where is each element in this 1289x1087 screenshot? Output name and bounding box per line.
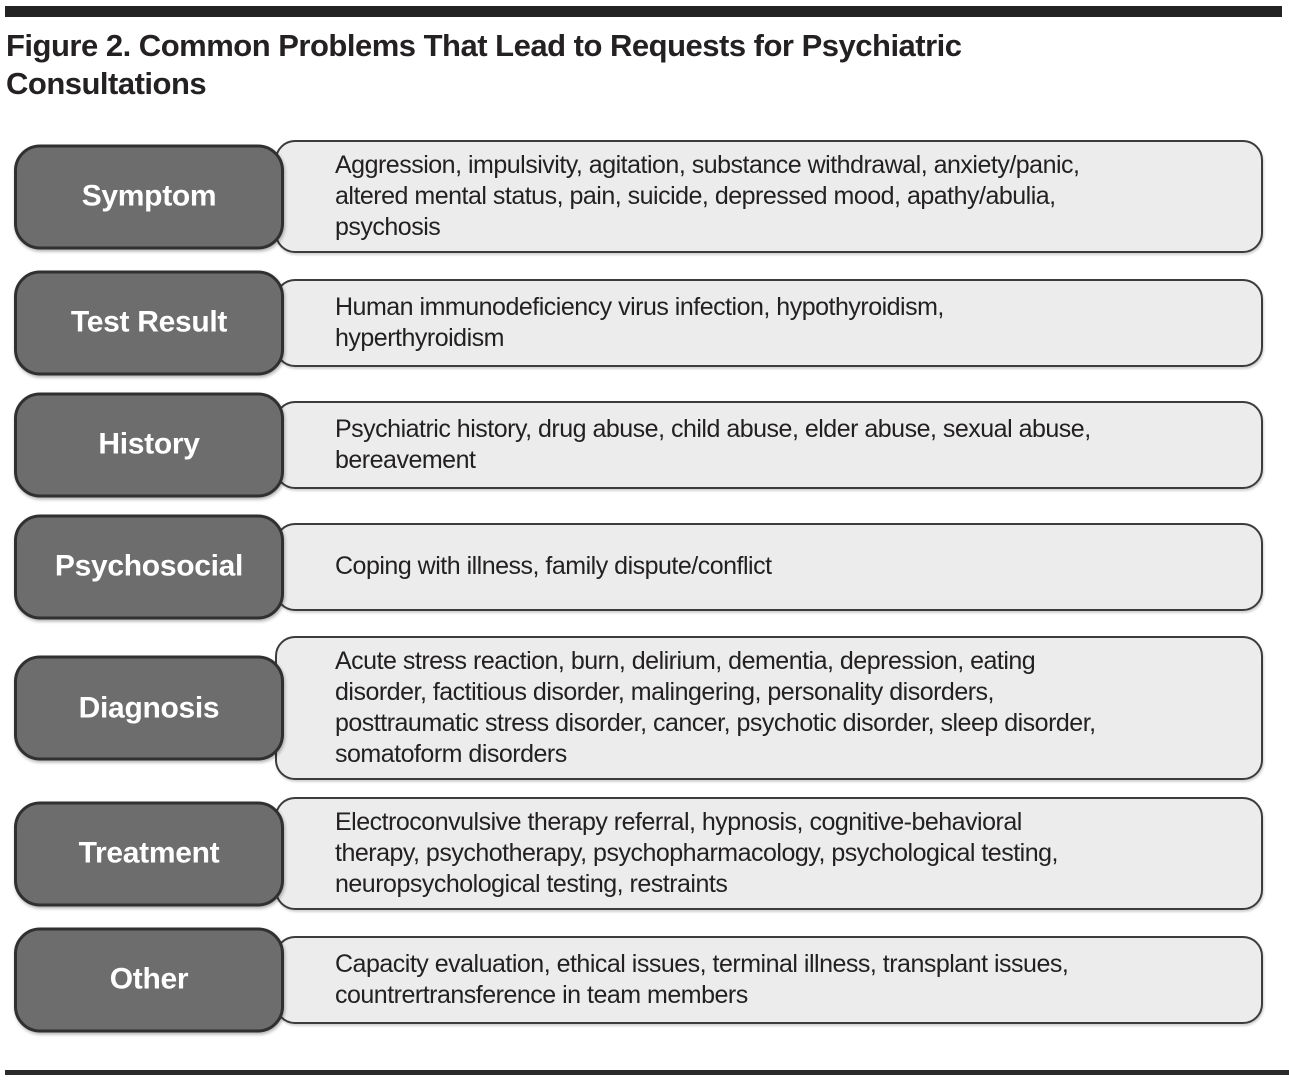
content-box-test-result: Human immunodeficiency virus infection, …	[275, 278, 1263, 367]
row-symptom: Symptom Aggression, impulsivity, agitati…	[14, 140, 1263, 253]
content-box-psychosocial: Coping with illness, family dispute/conf…	[275, 522, 1263, 611]
content-box-treatment: Electroconvulsive therapy referral, hypn…	[275, 797, 1263, 910]
category-label: Diagnosis	[78, 691, 220, 724]
row-psychosocial: Psychosocial Coping with illness, family…	[14, 514, 1263, 619]
content-text: Aggression, impulsivity, agitation, subs…	[335, 151, 1080, 241]
content-box-other: Capacity evaluation, ethical issues, ter…	[275, 935, 1263, 1024]
content-text: Acute stress reaction, burn, delirium, d…	[335, 647, 1096, 768]
content-text: Coping with illness, family dispute/conf…	[335, 552, 772, 580]
category-label: Test Result	[70, 305, 228, 339]
category-label: History	[98, 427, 200, 461]
content-text: Psychiatric history, drug abuse, child a…	[335, 414, 1091, 474]
category-label: Treatment	[78, 836, 220, 870]
category-box-treatment: Treatment	[14, 801, 284, 906]
content-box-symptom: Aggression, impulsivity, agitation, subs…	[275, 140, 1263, 253]
category-box-psychosocial: Psychosocial	[14, 514, 284, 619]
category-rows: Symptom Aggression, impulsivity, agitati…	[14, 140, 1263, 1049]
row-other: Other Capacity evaluation, ethical issue…	[14, 927, 1263, 1032]
category-box-symptom: Symptom	[14, 144, 284, 249]
row-test-result: Test Result Human immunodeficiency virus…	[14, 270, 1263, 375]
content-text: Electroconvulsive therapy referral, hypn…	[335, 808, 1058, 898]
content-box-history: Psychiatric history, drug abuse, child a…	[275, 400, 1263, 489]
category-label: Symptom	[81, 179, 217, 213]
content-text: Capacity evaluation, ethical issues, ter…	[335, 949, 1069, 1009]
category-box-other: Other	[14, 927, 284, 1032]
category-box-history: History	[14, 392, 284, 497]
row-treatment: Treatment Electroconvulsive therapy refe…	[14, 797, 1263, 910]
category-box-test-result: Test Result	[14, 270, 284, 375]
category-label: Other	[109, 962, 189, 996]
bottom-divider-rule	[5, 1070, 1289, 1075]
row-diagnosis: Diagnosis Acute stress reaction, burn, d…	[14, 636, 1263, 780]
content-box-diagnosis: Acute stress reaction, burn, delirium, d…	[275, 636, 1263, 780]
category-box-diagnosis: Diagnosis	[14, 655, 284, 761]
row-history: History Psychiatric history, drug abuse,…	[14, 392, 1263, 497]
category-label: Psychosocial	[54, 549, 244, 583]
content-text: Human immunodeficiency virus infection, …	[335, 292, 944, 352]
figure-title: Figure 2. Common Problems That Lead to R…	[6, 28, 962, 101]
top-divider-rule	[5, 6, 1282, 17]
